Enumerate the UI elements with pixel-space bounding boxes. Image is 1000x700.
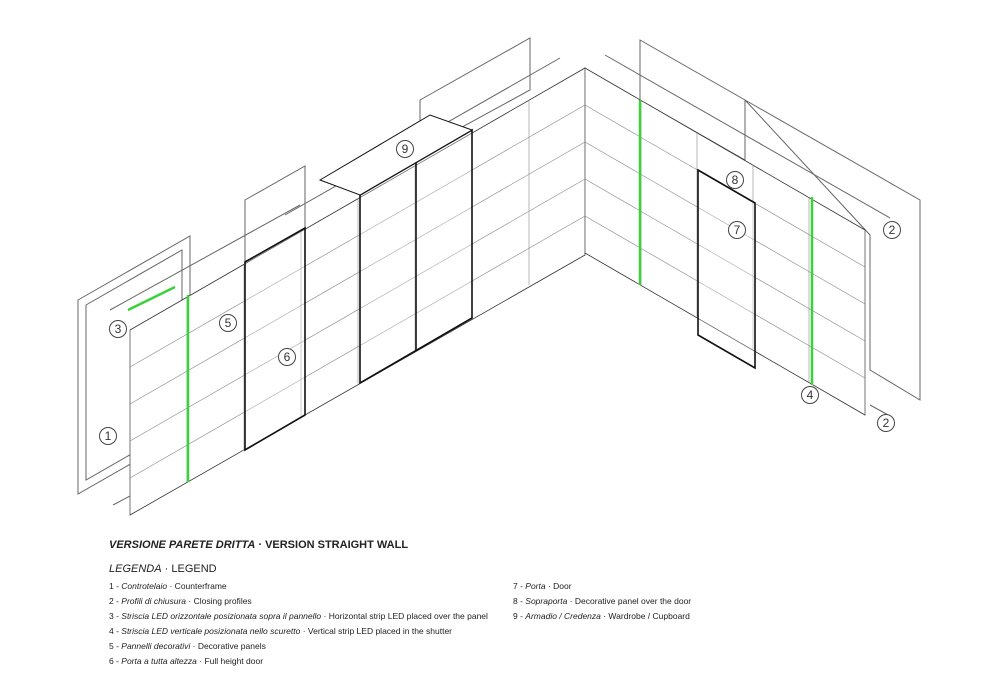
legend-item-num: 4 -	[109, 626, 122, 636]
legend-item-en: · Decorative panel over the door	[567, 596, 692, 606]
panel-joint	[129, 178, 586, 442]
legend-item: 8 - Sopraporta · Decorative panel over t…	[513, 594, 691, 609]
callout-8: 8	[726, 171, 744, 189]
doors	[244, 114, 756, 452]
legend-item: 5 - Pannelli decorativi · Decorative pan…	[109, 639, 488, 654]
legend-item-num: 2 -	[109, 596, 122, 606]
legend-item-it: Controtelaio	[121, 581, 168, 591]
legend-item-it: Porta	[525, 581, 546, 591]
legend-item-en: · Horizontal strip LED placed over the p…	[321, 611, 488, 621]
callout-3: 3	[109, 320, 127, 338]
left-wall	[129, 67, 586, 516]
led-strips	[127, 100, 814, 482]
legend-item-en: · Wardrobe / Cupboard	[600, 611, 690, 621]
legend-item: 4 - Striscia LED verticale posizionata n…	[109, 624, 488, 639]
legend-item-en: · Full height door	[196, 656, 264, 666]
legend-item-en: · Decorative panels	[190, 641, 266, 651]
legend-item-it: Porta a tutta altezza	[121, 656, 197, 666]
full-height-door	[244, 226, 306, 452]
callout-4: 4	[801, 386, 819, 404]
legend-item-it: Striscia LED orizzontale posizionata sop…	[121, 611, 322, 621]
panel-joint	[584, 141, 866, 305]
door	[697, 168, 756, 370]
legend-item-it: Striscia LED verticale posizionata nello…	[121, 626, 301, 636]
legend-item-num: 3 -	[109, 611, 122, 621]
panel-joint	[584, 215, 866, 379]
panel-joint	[129, 104, 586, 368]
drawing-title: VERSIONE PARETE DRITTA · VERSION STRAIGH…	[109, 539, 409, 551]
legend-title: LEGENDA · LEGEND	[109, 563, 217, 575]
legend-item: 2 - Profili di chiusura · Closing profil…	[109, 594, 488, 609]
callout-2: 2	[883, 221, 901, 239]
legend-item-num: 6 -	[109, 656, 122, 666]
callout-6: 6	[278, 348, 296, 366]
callout-5: 5	[219, 314, 237, 332]
panel-joint	[129, 141, 586, 405]
legend-item-num: 7 -	[513, 581, 526, 591]
legend-item-en: · Counterframe	[167, 581, 227, 591]
legend-item-en: · Door	[545, 581, 572, 591]
callout-1: 1	[99, 427, 117, 445]
callout-9: 9	[396, 140, 414, 158]
panel-joint	[584, 178, 866, 342]
legend-item: 6 - Porta a tutta altezza · Full height …	[109, 654, 488, 669]
legend-item: 1 - Controtelaio · Counterframe	[109, 579, 488, 594]
legend-item-num: 9 -	[513, 611, 526, 621]
legend-item: 9 - Armadio / Credenza · Wardrobe / Cupb…	[513, 609, 691, 624]
callout-7: 7	[728, 221, 746, 239]
legend-item-it: Profili di chiusura	[121, 596, 187, 606]
legend-item-num: 1 -	[109, 581, 122, 591]
legend-item-num: 8 -	[513, 596, 526, 606]
legend-item-en: · Vertical strip LED placed in the shutt…	[300, 626, 452, 636]
legend-item-num: 5 -	[109, 641, 122, 651]
callout-2b: 2	[877, 414, 895, 432]
counterframes	[77, 37, 921, 506]
panel-joint	[129, 215, 586, 479]
cupboard-top	[318, 114, 474, 196]
legend-item-it: Sopraporta	[525, 596, 568, 606]
legend-item-en: · Closing profiles	[186, 596, 252, 606]
legend-item-it: Pannelli decorativi	[121, 641, 191, 651]
legend-item-it: Armadio / Credenza	[525, 611, 601, 621]
legend-item: 7 - Porta · Door	[513, 579, 691, 594]
legend-item: 3 - Striscia LED orizzontale posizionata…	[109, 609, 488, 624]
